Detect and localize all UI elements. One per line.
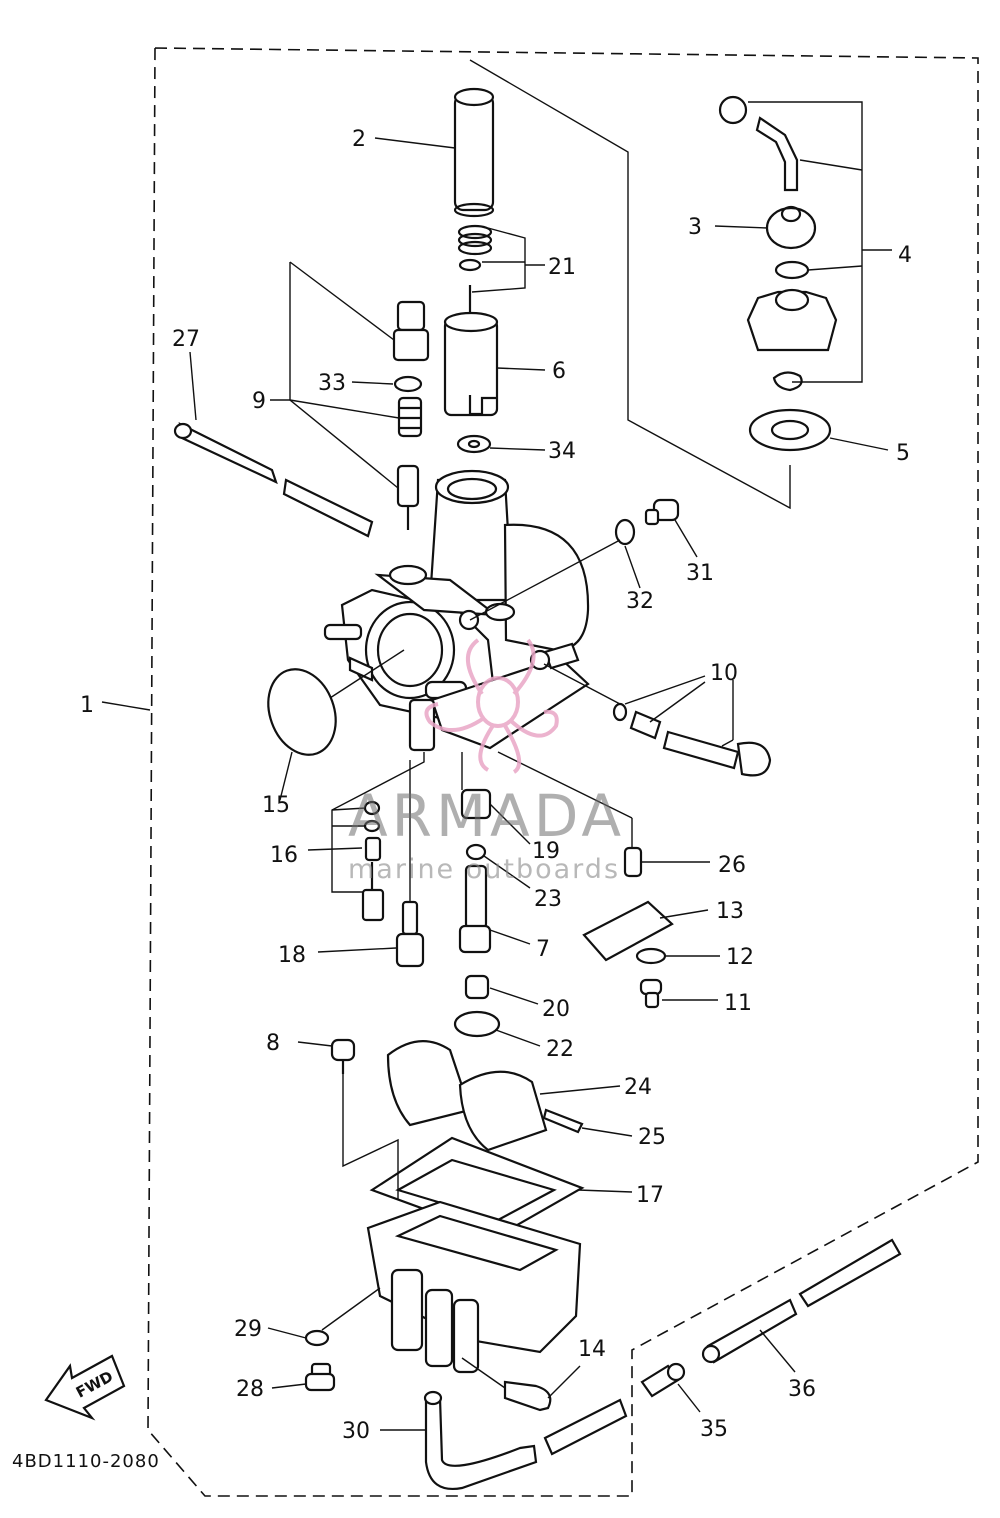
label-part-4: 4 (898, 243, 912, 268)
label-part-36: 36 (788, 1377, 816, 1402)
label-part-19: 19 (532, 839, 560, 864)
label-part-29: 29 (234, 1317, 262, 1342)
part-pilot-screw-set (612, 702, 772, 777)
label-part-32: 32 (626, 589, 654, 614)
label-part-15: 15 (262, 793, 290, 818)
drawing-code: 4BD1110-2080 (12, 1451, 160, 1472)
part-drain-screw (304, 1362, 336, 1392)
label-part-1: 1 (80, 693, 94, 718)
label-part-27: 27 (172, 327, 200, 352)
leader-lines (101, 59, 892, 1431)
part-screw-11 (639, 978, 663, 1009)
label-part-28: 28 (236, 1377, 264, 1402)
part-carburetor-body (323, 469, 590, 752)
label-part-10: 10 (710, 661, 738, 686)
label-part-35: 35 (700, 1417, 728, 1442)
part-floats (386, 1040, 548, 1152)
part-number-labels: 1 2 3 4 5 6 7 8 9 10 11 12 13 14 15 16 1… (80, 127, 912, 1444)
label-part-23: 23 (534, 887, 562, 912)
part-main-jet (464, 974, 490, 1000)
part-washer-12 (635, 947, 667, 965)
label-part-25: 25 (638, 1125, 666, 1150)
label-part-34: 34 (548, 439, 576, 464)
label-part-17: 17 (636, 1183, 664, 1208)
part-starter-plunger (392, 300, 430, 530)
label-part-5: 5 (896, 441, 910, 466)
part-washer-29 (304, 1329, 330, 1347)
part-o-ring-15 (267, 668, 337, 756)
part-fitting-35 (640, 1362, 686, 1398)
label-part-12: 12 (726, 945, 754, 970)
part-screw-8 (330, 1038, 356, 1074)
watermark-brand: ARMADA (348, 782, 625, 850)
label-part-22: 22 (546, 1037, 574, 1062)
octopus-logo-icon (424, 638, 559, 774)
part-throttle-spring (457, 224, 493, 330)
label-part-2: 2 (352, 127, 366, 152)
label-part-14: 14 (578, 1337, 606, 1362)
label-part-26: 26 (718, 853, 746, 878)
label-part-7: 7 (536, 937, 550, 962)
label-part-11: 11 (724, 991, 752, 1016)
part-gasket-5 (748, 408, 832, 452)
watermark-tagline: marine outboards (348, 854, 620, 885)
part-screw-31 (644, 498, 680, 526)
brand-watermark: ARMADA marine outboards (348, 638, 625, 885)
label-part-20: 20 (542, 997, 570, 1022)
part-fuel-hose-36 (701, 1238, 902, 1364)
part-vent-tube (173, 422, 374, 538)
part-plate-13 (582, 900, 674, 962)
label-part-3: 3 (688, 215, 702, 240)
part-float-pin (542, 1108, 584, 1134)
label-part-8: 8 (266, 1031, 280, 1056)
label-part-16: 16 (270, 843, 298, 868)
label-part-30: 30 (342, 1419, 370, 1444)
label-part-13: 13 (716, 899, 744, 924)
label-part-6: 6 (552, 359, 566, 384)
part-throttle-valve (443, 311, 499, 417)
part-jet-holder (458, 788, 492, 954)
label-part-18: 18 (278, 943, 306, 968)
part-washer-34 (456, 434, 492, 454)
label-part-21: 21 (548, 255, 576, 280)
part-washer-32 (614, 518, 636, 546)
part-float-bowl (366, 1200, 582, 1374)
part-throttle-cable-tube (453, 87, 495, 218)
label-part-33: 33 (318, 371, 346, 396)
label-part-9: 9 (252, 389, 266, 414)
part-washer-22 (453, 1010, 501, 1038)
part-screw-14 (503, 1380, 552, 1412)
assembly-boundary (147, 47, 979, 1497)
label-part-31: 31 (686, 561, 714, 586)
part-pilot-jet (395, 900, 425, 968)
part-plug-26 (623, 846, 643, 878)
label-part-24: 24 (624, 1075, 652, 1100)
fwd-arrow-icon (44, 1354, 126, 1421)
part-cap-assembly (718, 95, 838, 392)
part-drain-hose (424, 1396, 538, 1491)
